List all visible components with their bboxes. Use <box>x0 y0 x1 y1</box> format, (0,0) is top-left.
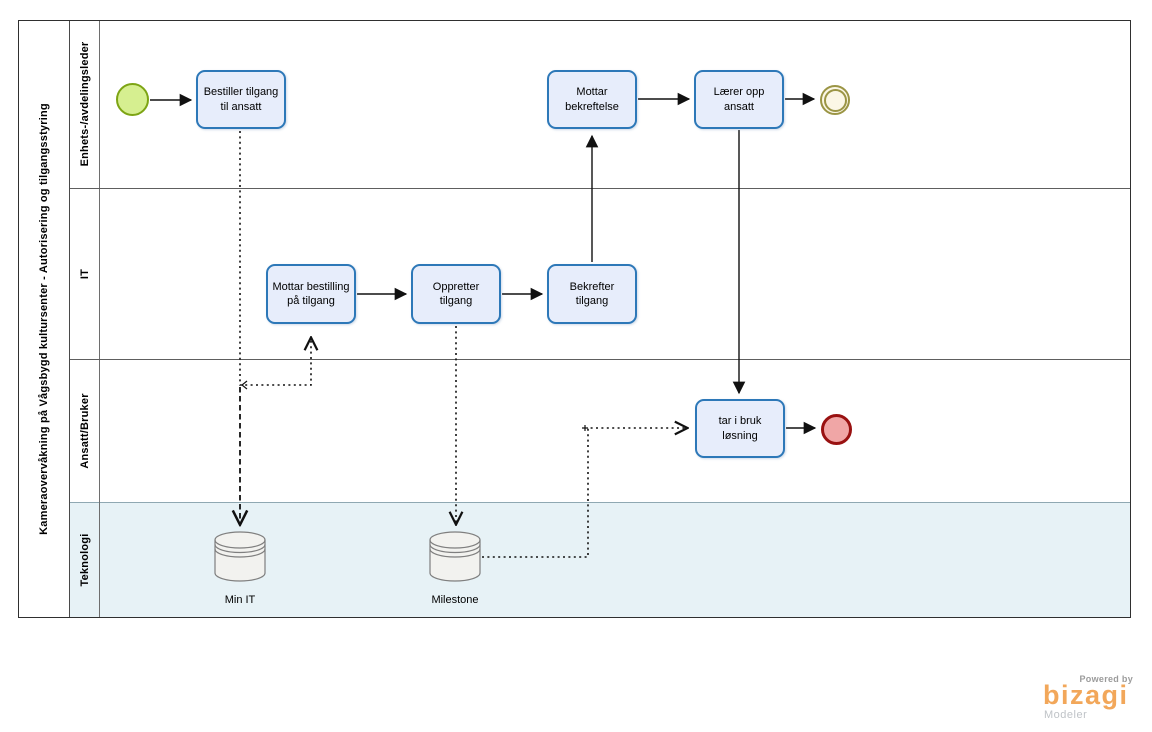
lane-label-band <box>70 20 100 618</box>
datastore-milestone-label: Milestone <box>431 594 479 606</box>
task-label: Mottar bestilling på tilgang <box>272 280 350 307</box>
datastore-cylinder-icon <box>214 531 266 582</box>
datastore-min-it-label: Min IT <box>224 594 256 606</box>
task-label: Mottar bekreftelse <box>565 86 619 113</box>
task-bekrefter-tilgang[interactable]: Bekrefter tilgang <box>547 264 637 324</box>
datastore-min-it[interactable] <box>213 530 267 589</box>
task-label: Bestiller tilgang til ansatt <box>203 86 279 113</box>
task-bestiller-tilgang[interactable]: Bestiller tilgang til ansatt <box>196 70 286 129</box>
task-laerer-opp-ansatt[interactable]: Lærer opp ansatt <box>694 70 784 129</box>
datastore-cylinder-icon <box>429 531 481 582</box>
pool-border <box>18 20 1131 618</box>
task-mottar-bekreftelse[interactable]: Mottar bekreftelse <box>547 70 637 129</box>
start-event[interactable] <box>116 83 149 116</box>
task-label: Lærer opp ansatt <box>713 86 765 113</box>
powered-by-text: Powered by <box>1079 674 1133 684</box>
end-event-inner-ring <box>823 88 847 112</box>
task-oppretter-tilgang[interactable]: Oppretter tilgang <box>411 264 501 324</box>
lane-separator-2 <box>70 359 1131 360</box>
lane-separator-1 <box>70 188 1131 189</box>
pool-title-cell[interactable]: Kameraovervåkning på Vågsbygd kultursent… <box>18 20 70 618</box>
task-mottar-bestilling[interactable]: Mottar bestilling på tilgang <box>266 264 356 324</box>
datastore-milestone[interactable] <box>428 530 482 589</box>
bizagi-modeler-text: Modeler <box>1044 709 1088 721</box>
task-label: Oppretter tilgang <box>432 280 480 307</box>
end-event-double-ring[interactable] <box>820 85 850 115</box>
task-label: tar i bruk løsning <box>718 415 762 442</box>
task-tar-i-bruk-losning[interactable]: tar i bruk løsning <box>695 399 785 458</box>
bizagi-logo: bizagi <box>1043 680 1129 710</box>
bizagi-branding: Powered by bizagi Modeler <box>1040 672 1135 722</box>
end-event-terminate[interactable] <box>821 414 852 445</box>
task-label: Bekrefter tilgang <box>569 280 615 307</box>
